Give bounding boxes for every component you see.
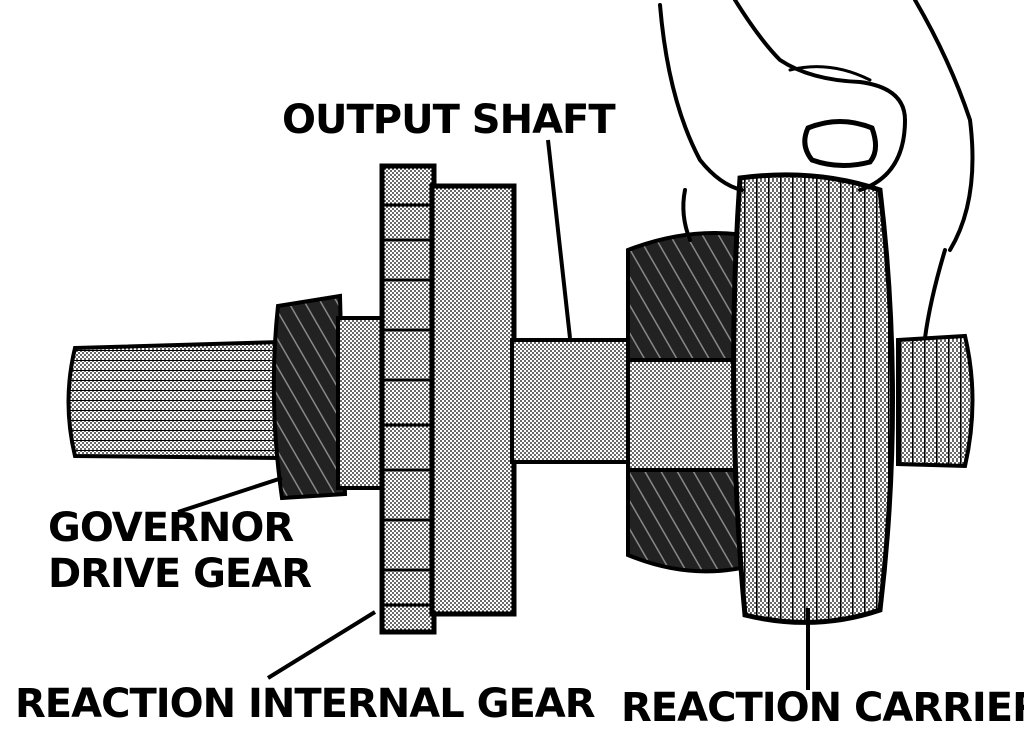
leader-output-shaft: [546, 139, 572, 339]
leader-internal-gear: [266, 610, 377, 680]
shaft-collar: [336, 316, 388, 490]
leader-governor-gear: [177, 476, 283, 514]
left-shaft-spline: [66, 339, 282, 461]
label-output-shaft: OUTPUT SHAFT: [282, 97, 616, 143]
right-shaft-spline: [896, 333, 975, 469]
reaction-carrier-drum: [731, 172, 895, 625]
label-governor-line1: GOVERNOR: [48, 505, 294, 551]
governor-drive-gear: [271, 293, 348, 501]
leader-lines: [177, 139, 810, 690]
label-governor-drive-gear: GOVERNOR DRIVE GEAR: [48, 505, 312, 597]
label-reaction-internal-gear: REACTION INTERNAL GEAR: [15, 681, 596, 727]
output-shaft: [510, 338, 632, 464]
hand-outline: [658, 0, 975, 340]
label-governor-line2: DRIVE GEAR: [48, 551, 312, 597]
label-reaction-carrier: REACTION CARRIER: [621, 685, 1024, 731]
reaction-hub: [429, 183, 517, 617]
reaction-internal-gear: [379, 163, 437, 635]
